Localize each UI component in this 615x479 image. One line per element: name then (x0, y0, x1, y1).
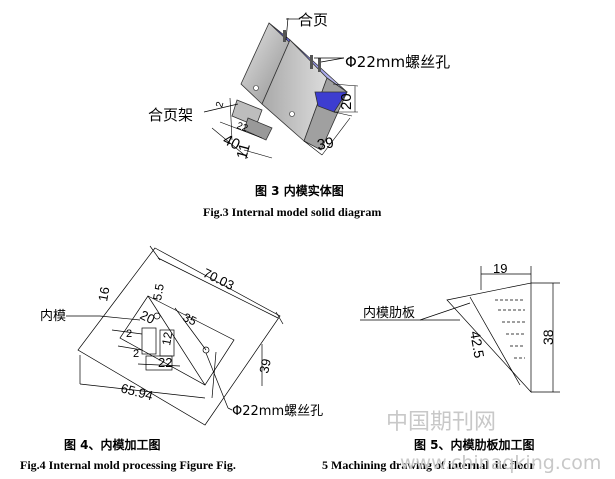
watermark-cn: 中国期刊网 (386, 410, 497, 435)
fig3-label-hinge: 合页 (298, 11, 328, 29)
fig4-label-mold: 内模 (40, 308, 66, 324)
fig4-dim-35: 35 (181, 310, 199, 329)
fig4-caption-en: Fig.4 Internal mold processing Figure Fi… (20, 458, 236, 472)
fig5-rib-drawing (446, 266, 560, 393)
fig3-solid-model (203, 17, 359, 159)
fig3-dim-40: 40 (220, 131, 242, 153)
fig4-dim-39: 39 (256, 357, 274, 374)
fig3-dim-2: 2 (214, 100, 226, 109)
fig3-dim-11: 11 (233, 142, 253, 161)
fig4-dim-2a: 2 (126, 328, 132, 340)
fig5-dim-42-5: 42.5 (467, 330, 488, 360)
fig4-dim-16: 16 (95, 286, 112, 303)
fig5-label-rib: 内模肋板 (363, 305, 415, 321)
fig4-dim-22: 22 (158, 355, 172, 370)
fig5-dim-38: 38 (540, 329, 556, 345)
fig3-label-bracket: 合页架 (148, 106, 193, 124)
watermark-url: www.chinaqking.com (400, 452, 602, 474)
fig3-dim-20: 20 (338, 93, 355, 110)
fig3-label-screw-hole: Φ22mm螺丝孔 (345, 53, 450, 71)
fig4-dim-70-03: 70.03 (201, 265, 237, 293)
fig3-caption-cn: 图 3 内模实体图 (255, 184, 344, 198)
fig5-caption-en: 5 Machining drawing of internal die floo… (322, 458, 535, 472)
fig4-dim-65-94: 65.94 (119, 380, 154, 403)
fig4-dim-12: 12 (159, 331, 175, 347)
fig3-dim-22: 22 (235, 120, 250, 134)
fig4-dim-2b: 2 (133, 348, 139, 360)
fig4-label-screw-hole: Φ22mm螺丝孔 (232, 404, 323, 419)
fig4-dim-20: 20 (138, 307, 158, 327)
fig5-dim-19: 19 (493, 261, 507, 276)
fig4-dim-5-5: 5.5 (150, 282, 167, 301)
fig4-processing-drawing (77, 245, 284, 426)
fig3-caption-en: Fig.3 Internal model solid diagram (203, 205, 382, 219)
fig5-caption-cn: 图 5、内模肋板加工图 (414, 438, 535, 452)
fig4-caption-cn: 图 4、内模加工图 (64, 438, 161, 452)
fig3-dim-39: 39 (316, 134, 335, 154)
